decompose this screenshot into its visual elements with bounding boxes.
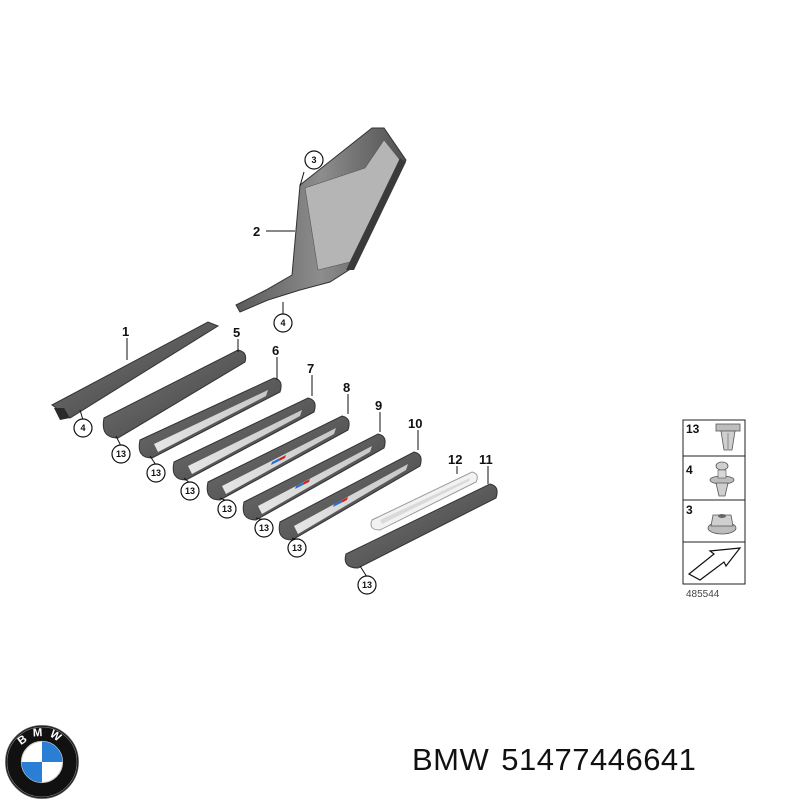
brand-name: BMW xyxy=(412,742,490,777)
b-pillar-trim xyxy=(235,127,407,313)
arrow-icon xyxy=(687,546,742,581)
flange-nut-icon xyxy=(707,514,737,535)
svg-text:4: 4 xyxy=(80,423,85,433)
callout-2: 2 xyxy=(253,224,260,239)
sill-cover-dark xyxy=(102,349,247,439)
legend-label-4: 4 xyxy=(686,463,693,477)
entry-sill-6 xyxy=(138,377,282,459)
svg-text:13: 13 xyxy=(151,468,161,478)
part-number: 51477446641 xyxy=(501,742,697,777)
svg-text:4: 4 xyxy=(280,318,285,328)
circled-callout-13-e: 13 xyxy=(254,518,274,538)
diagram-id: 485544 xyxy=(686,589,720,600)
callout-1: 1 xyxy=(122,324,129,339)
expansion-clip-icon xyxy=(709,461,735,497)
svg-text:13: 13 xyxy=(362,580,372,590)
svg-text:13: 13 xyxy=(185,486,195,496)
svg-text:13: 13 xyxy=(292,543,302,553)
fastener-legend: 13 4 3 xyxy=(682,419,746,585)
circled-callout-13-c: 13 xyxy=(180,481,200,501)
legend-label-13: 13 xyxy=(686,422,700,436)
circled-callout-13-d: 13 xyxy=(217,499,237,519)
callout-6: 6 xyxy=(272,343,279,358)
entry-sill-9 xyxy=(242,433,386,521)
entry-sill-7 xyxy=(172,397,316,481)
circled-callout-13-f: 13 xyxy=(287,538,307,558)
callout-5: 5 xyxy=(233,325,240,340)
sill-cover-rear xyxy=(344,483,498,569)
circled-callout-4-strip: 4 xyxy=(73,418,93,438)
callout-10: 10 xyxy=(408,416,422,431)
bmw-logo: BMW xyxy=(5,725,79,799)
push-clip-icon xyxy=(715,423,741,451)
svg-text:13: 13 xyxy=(222,504,232,514)
callout-7: 7 xyxy=(307,361,314,376)
callout-12: 12 xyxy=(448,452,462,467)
circled-callout-13-b: 13 xyxy=(146,463,166,483)
circled-callout-3: 3 xyxy=(304,150,324,170)
circled-callout-13-g: 13 xyxy=(357,575,377,595)
circled-callout-13-a: 13 xyxy=(111,444,131,464)
callout-9: 9 xyxy=(375,398,382,413)
entry-sill-8 xyxy=(206,415,350,501)
legend-label-3: 3 xyxy=(686,503,693,517)
part-caption: BMW 51477446641 xyxy=(412,742,708,778)
sill-trim-strip xyxy=(51,321,220,420)
svg-text:13: 13 xyxy=(259,523,269,533)
light-strip xyxy=(370,471,478,531)
entry-sill-10 xyxy=(278,451,422,541)
svg-text:13: 13 xyxy=(116,449,126,459)
circled-callout-4-pillar: 4 xyxy=(273,313,293,333)
svg-text:3: 3 xyxy=(311,155,316,165)
callout-8: 8 xyxy=(343,380,350,395)
callout-11: 11 xyxy=(479,452,493,467)
